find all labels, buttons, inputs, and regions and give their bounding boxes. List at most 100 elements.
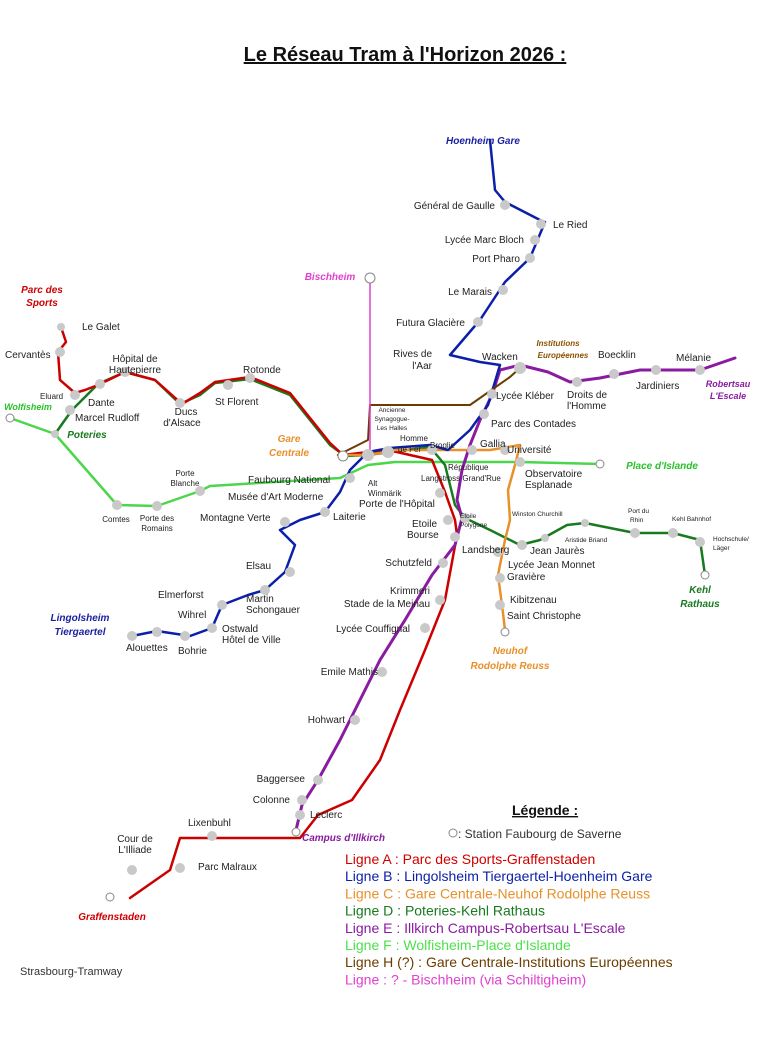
station-dot[interactable]: [443, 515, 453, 525]
station-dot[interactable]: [120, 367, 130, 377]
station-dot[interactable]: [530, 235, 540, 245]
station-dot[interactable]: [438, 558, 448, 568]
station-dot[interactable]: [364, 272, 376, 284]
station-dot[interactable]: [515, 457, 525, 467]
station-label: Porte des: [140, 514, 174, 523]
station-label: Gravière: [507, 572, 546, 583]
map-title: Le Réseau Tram à l'Horizon 2026 :: [244, 44, 567, 66]
legend-station-icon: [448, 828, 458, 838]
station-dot[interactable]: [467, 445, 477, 455]
station-label: Général de Gaulle: [414, 201, 496, 212]
station-dot[interactable]: [297, 795, 307, 805]
station-dot[interactable]: [5, 413, 15, 423]
station-label: Wacken: [482, 352, 518, 363]
station-dot[interactable]: [152, 501, 162, 511]
station-dot[interactable]: [362, 449, 374, 461]
station-label: Port Pharo: [472, 254, 520, 265]
station-dot[interactable]: [695, 537, 705, 547]
legend-item: Ligne C : Gare Centrale-Neuhof Rodolphe …: [345, 885, 650, 901]
station-dot[interactable]: [435, 595, 445, 605]
station-dot[interactable]: [65, 405, 75, 415]
station-dot[interactable]: [435, 488, 445, 498]
station-dot[interactable]: [473, 317, 483, 327]
line-f: [8, 416, 602, 508]
station-dot[interactable]: [175, 398, 185, 408]
station-dot[interactable]: [57, 323, 65, 331]
station-dot[interactable]: [541, 534, 549, 542]
station-dot[interactable]: [285, 567, 295, 577]
station-dot[interactable]: [345, 473, 355, 483]
station-label: Homme: [400, 434, 429, 443]
station-dot[interactable]: [460, 513, 470, 523]
station-dot[interactable]: [487, 389, 497, 399]
station-dot[interactable]: [105, 892, 115, 902]
station-dot[interactable]: [493, 547, 503, 557]
station-dot[interactable]: [245, 373, 255, 383]
station-dot[interactable]: [700, 570, 710, 580]
station-dot[interactable]: [427, 445, 437, 455]
station-dot[interactable]: [320, 507, 330, 517]
station-dot[interactable]: [127, 865, 137, 875]
station-dot[interactable]: [350, 715, 360, 725]
station-label: Hochschule/: [713, 536, 749, 543]
station-dot[interactable]: [260, 585, 270, 595]
station-label: Observatoire: [525, 469, 583, 480]
station-dot[interactable]: [127, 631, 137, 641]
station-dot[interactable]: [180, 631, 190, 641]
station-dot[interactable]: [450, 532, 460, 542]
station-dot[interactable]: [498, 285, 508, 295]
station-dot[interactable]: [500, 445, 510, 455]
station-dot[interactable]: [651, 365, 661, 375]
station-dot[interactable]: [291, 827, 301, 837]
station-label: Emile Mathis: [321, 667, 378, 678]
station-dot[interactable]: [377, 667, 387, 677]
station-dot[interactable]: [223, 380, 233, 390]
station-dot[interactable]: [572, 377, 582, 387]
station-dot[interactable]: [280, 517, 290, 527]
station-dot[interactable]: [152, 627, 162, 637]
station-dot[interactable]: [175, 863, 185, 873]
station-dot[interactable]: [525, 253, 535, 263]
station-dot[interactable]: [55, 347, 65, 357]
station-dot[interactable]: [337, 450, 349, 462]
station-dot[interactable]: [207, 831, 217, 841]
station-dot[interactable]: [95, 379, 105, 389]
station-dot[interactable]: [695, 365, 705, 375]
station-dot[interactable]: [630, 528, 640, 538]
station-dot[interactable]: [581, 519, 589, 527]
legend-item-text: Lingolsheim Tiergaertel-Hoenheim Gare: [404, 868, 652, 884]
station-dot[interactable]: [207, 623, 217, 633]
station-dot[interactable]: [500, 200, 510, 210]
legend-item-text: ? - Bischheim (via Schiltigheim): [391, 971, 586, 987]
station-label: Stade de la Meinau: [344, 599, 430, 610]
station-labels: Général de Gaulle Le Ried Lycée Marc Blo…: [5, 201, 749, 873]
station-dot[interactable]: [495, 600, 505, 610]
station-dot[interactable]: [595, 459, 605, 469]
station-label: Krimmeri: [390, 586, 430, 597]
station-label: l'Aar: [412, 361, 432, 372]
station-label: Bourse: [407, 530, 439, 541]
legend-item: Ligne : ? - Bischheim (via Schiltigheim): [345, 971, 586, 987]
station-dot[interactable]: [517, 540, 527, 550]
station-dot[interactable]: [295, 810, 305, 820]
station-dot[interactable]: [609, 369, 619, 379]
station-dot[interactable]: [112, 500, 122, 510]
station-label: Parc Malraux: [198, 862, 257, 873]
station-dot[interactable]: [217, 600, 227, 610]
station-dot[interactable]: [51, 430, 59, 438]
station-dot[interactable]: [479, 409, 489, 419]
station-label: de Fer: [398, 445, 421, 454]
terminal-graffenstaden: Graffenstaden: [78, 912, 146, 923]
station-label: Gallia: [480, 439, 506, 450]
station-dot[interactable]: [420, 623, 430, 633]
station-dot[interactable]: [195, 486, 205, 496]
station-dot[interactable]: [382, 446, 394, 458]
station-dot[interactable]: [536, 219, 546, 229]
station-dot[interactable]: [495, 573, 505, 583]
station-dot[interactable]: [668, 528, 678, 538]
station-label: Elmerforst: [158, 590, 204, 601]
station-dot[interactable]: [514, 362, 526, 374]
station-dot[interactable]: [500, 627, 510, 637]
station-dot[interactable]: [70, 390, 80, 400]
station-dot[interactable]: [313, 775, 323, 785]
